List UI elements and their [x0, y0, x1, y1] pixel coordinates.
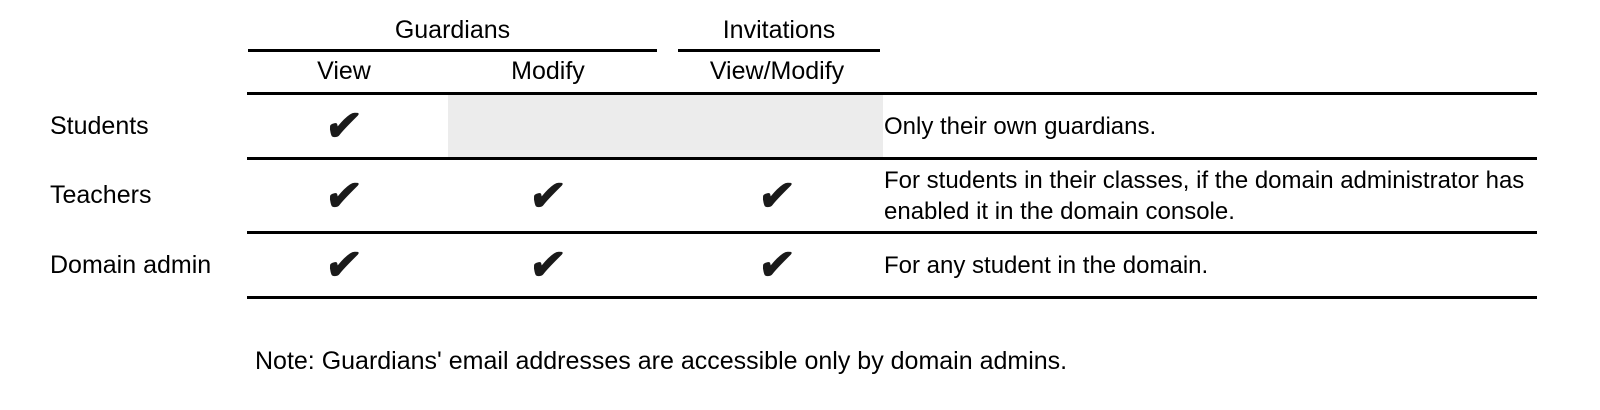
students-no-access-cell	[448, 95, 883, 157]
teachers-guardians-view-check: ✔	[284, 160, 404, 231]
teachers-invitations-check: ✔	[717, 160, 837, 231]
students-guardians-view-check: ✔	[284, 95, 404, 157]
table-rule-after-domain-admin	[247, 296, 1537, 299]
row-label-teachers: Teachers	[50, 181, 152, 209]
students-guardians-modify-check	[488, 95, 608, 157]
students-description: Only their own guardians.	[884, 112, 1157, 140]
guardians-group-underline	[248, 49, 657, 52]
domain-admin-guardians-view-check: ✔	[284, 234, 404, 296]
check-icon: ✔	[322, 101, 365, 150]
check-icon: ✔	[755, 171, 798, 220]
table-rule-after-teachers	[247, 231, 1537, 234]
footnote: Note: Guardians' email addresses are acc…	[255, 347, 1068, 375]
check-icon: ✔	[322, 171, 365, 220]
column-group-label-guardians: Guardians	[394, 16, 511, 44]
column-header-view: View	[317, 57, 371, 85]
domain-admin-guardians-modify-check: ✔	[488, 234, 608, 296]
row-label-students: Students	[50, 111, 149, 140]
row-label-domain-admin: Domain admin	[50, 250, 212, 279]
check-icon: ✔	[322, 240, 365, 289]
column-header-view-modify: View/Modify	[709, 57, 845, 85]
check-icon: ✔	[526, 240, 569, 289]
check-icon: ✔	[526, 171, 569, 220]
column-header-modify: Modify	[511, 57, 585, 85]
students-invitations-check	[717, 95, 837, 157]
teachers-guardians-modify-check: ✔	[488, 160, 608, 231]
invitations-group-underline	[678, 49, 880, 52]
domain-admin-invitations-check: ✔	[717, 234, 837, 296]
column-group-label-invitations: Invitations	[722, 16, 836, 44]
teachers-description: For students in their classes, if the do…	[884, 166, 1525, 225]
table-rule-after-students	[247, 157, 1537, 160]
table-rule-header	[247, 92, 1537, 95]
check-icon: ✔	[755, 240, 798, 289]
domain-admin-description: For any student in the domain.	[884, 251, 1209, 279]
